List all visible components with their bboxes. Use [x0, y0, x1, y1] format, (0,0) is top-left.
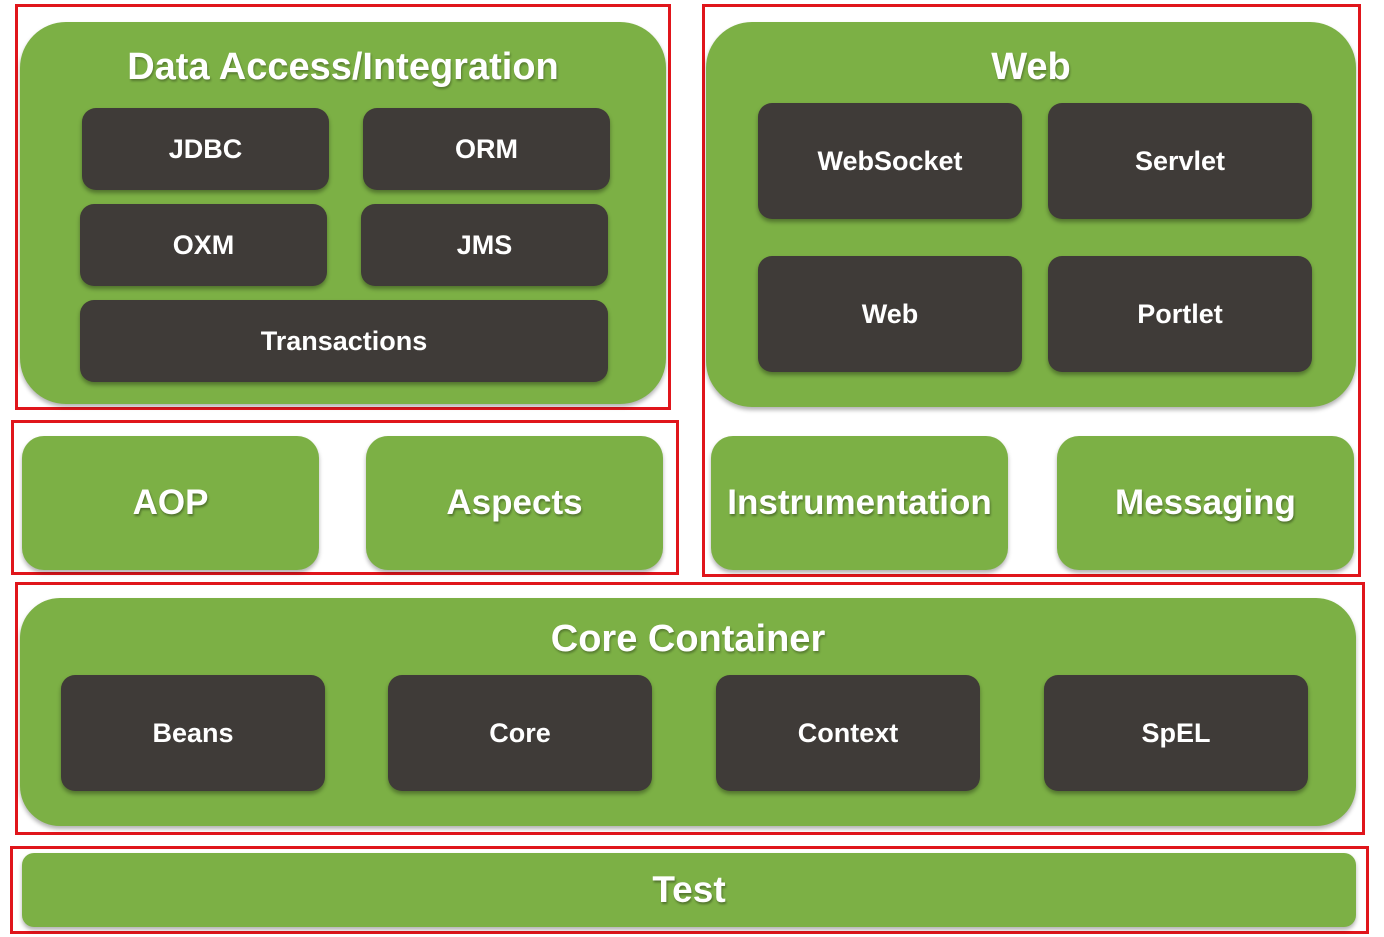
web-highlight [702, 4, 1361, 577]
core-container-title: Core Container [550, 618, 826, 660]
module-instrumentation: Instrumentation [711, 436, 1008, 570]
module-oxm: OXM [80, 204, 327, 286]
module-jdbc: JDBC [82, 108, 329, 190]
data-access-title: Data Access/Integration [127, 46, 559, 88]
module-web: Web [758, 256, 1022, 372]
web-group: Web WebSocket Servlet Web Portlet [706, 22, 1356, 407]
module-transactions: Transactions [80, 300, 608, 382]
module-orm: ORM [363, 108, 610, 190]
module-jms: JMS [361, 204, 608, 286]
module-aspects: Aspects [366, 436, 663, 570]
data-access-highlight [15, 4, 671, 410]
module-beans: Beans [61, 675, 325, 791]
module-core: Core [388, 675, 652, 791]
core-container-highlight [15, 582, 1365, 835]
module-websocket: WebSocket [758, 103, 1022, 219]
core-container-group: Core Container Beans Core Context SpEL [20, 598, 1356, 826]
test-highlight [10, 846, 1369, 934]
module-test: Test [22, 853, 1356, 927]
module-aop: AOP [22, 436, 319, 570]
module-messaging: Messaging [1057, 436, 1354, 570]
data-access-group: Data Access/Integration JDBC ORM OXM JMS… [20, 22, 666, 404]
web-title: Web [991, 46, 1071, 88]
module-context: Context [716, 675, 980, 791]
module-portlet: Portlet [1048, 256, 1312, 372]
module-spel: SpEL [1044, 675, 1308, 791]
aop-highlight [11, 420, 679, 575]
module-servlet: Servlet [1048, 103, 1312, 219]
